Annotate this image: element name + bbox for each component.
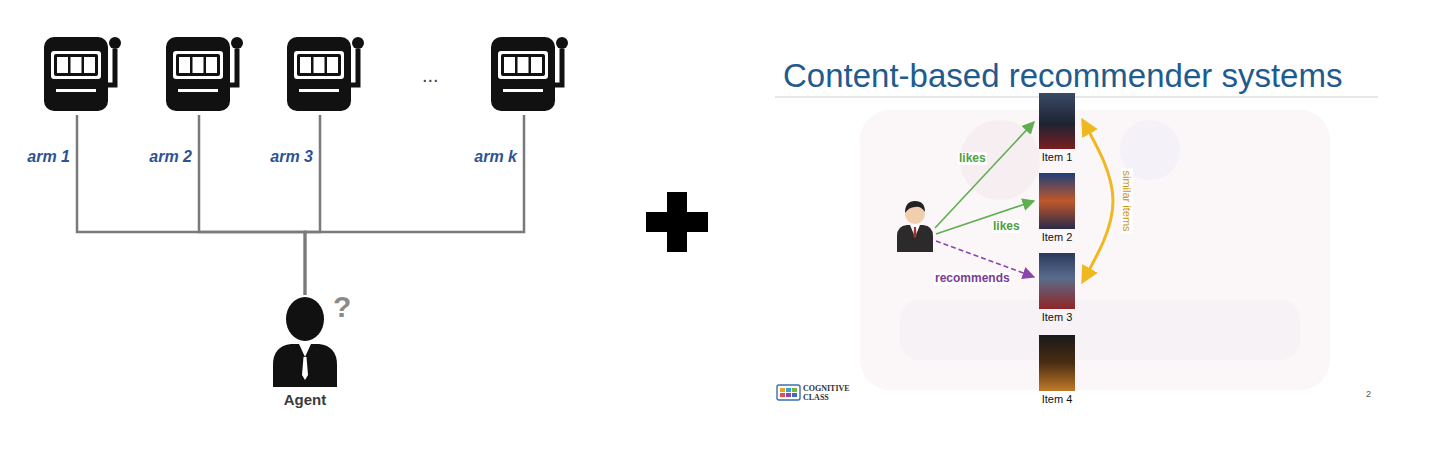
bus-wire <box>77 115 305 295</box>
likes-arrow <box>936 201 1034 234</box>
similarity-arrow <box>1083 121 1113 281</box>
movie-item: Item 3 <box>1037 253 1077 323</box>
item-label: Item 2 <box>1037 231 1077 243</box>
movie-poster <box>1039 253 1075 309</box>
bus-wire <box>305 115 524 295</box>
edge-note: recommends <box>934 272 1011 285</box>
question-mark: ? <box>333 290 351 323</box>
slide: Content-based recommender systemsItem 1 I… <box>775 55 1410 412</box>
edge-label: similar items <box>1121 168 1133 233</box>
edge-note: likes <box>958 152 987 165</box>
slot-machine: arm 3 <box>283 33 365 115</box>
plus-sign <box>646 192 708 252</box>
item-label: Item 3 <box>1037 311 1077 323</box>
slot-machine-icon <box>283 33 365 115</box>
edge-note: likes <box>992 220 1021 233</box>
user-icon <box>897 201 933 252</box>
item-label: Item 4 <box>1037 393 1077 405</box>
likes-arrow <box>935 122 1034 228</box>
item-label: Item 1 <box>1037 151 1077 163</box>
slot-machine: arm k <box>487 33 569 115</box>
arm-label: arm k <box>474 148 517 166</box>
slot-machine-icon <box>487 33 569 115</box>
page-number: 2 <box>1366 390 1371 400</box>
logo-icon <box>777 385 800 400</box>
movie-poster <box>1039 335 1075 391</box>
arm-label: arm 2 <box>149 148 192 166</box>
agent-icon <box>269 295 341 387</box>
slot-machine-icon <box>162 33 244 115</box>
arm-label: arm 1 <box>27 148 70 166</box>
bus-wire <box>199 115 305 295</box>
slot-machine: arm 2 <box>162 33 244 115</box>
movie-poster <box>1039 173 1075 229</box>
slot-machine: arm 1 <box>40 33 122 115</box>
ellipsis: ... <box>422 64 439 86</box>
agent: Agent <box>269 295 341 408</box>
slide-title: Content-based recommender systems <box>783 57 1342 95</box>
bus-wire <box>305 115 320 295</box>
slide-background <box>775 55 1410 412</box>
movie-item: Item 4 <box>1037 335 1077 405</box>
arm-label: arm 3 <box>270 148 313 166</box>
movie-item: Item 1 <box>1037 93 1077 163</box>
logo-text: COGNITIVE CLASS <box>803 385 850 403</box>
slot-machine-icon <box>40 33 122 115</box>
movie-item: Item 2 <box>1037 173 1077 243</box>
movie-poster <box>1039 93 1075 149</box>
agent-label: Agent <box>269 391 341 408</box>
